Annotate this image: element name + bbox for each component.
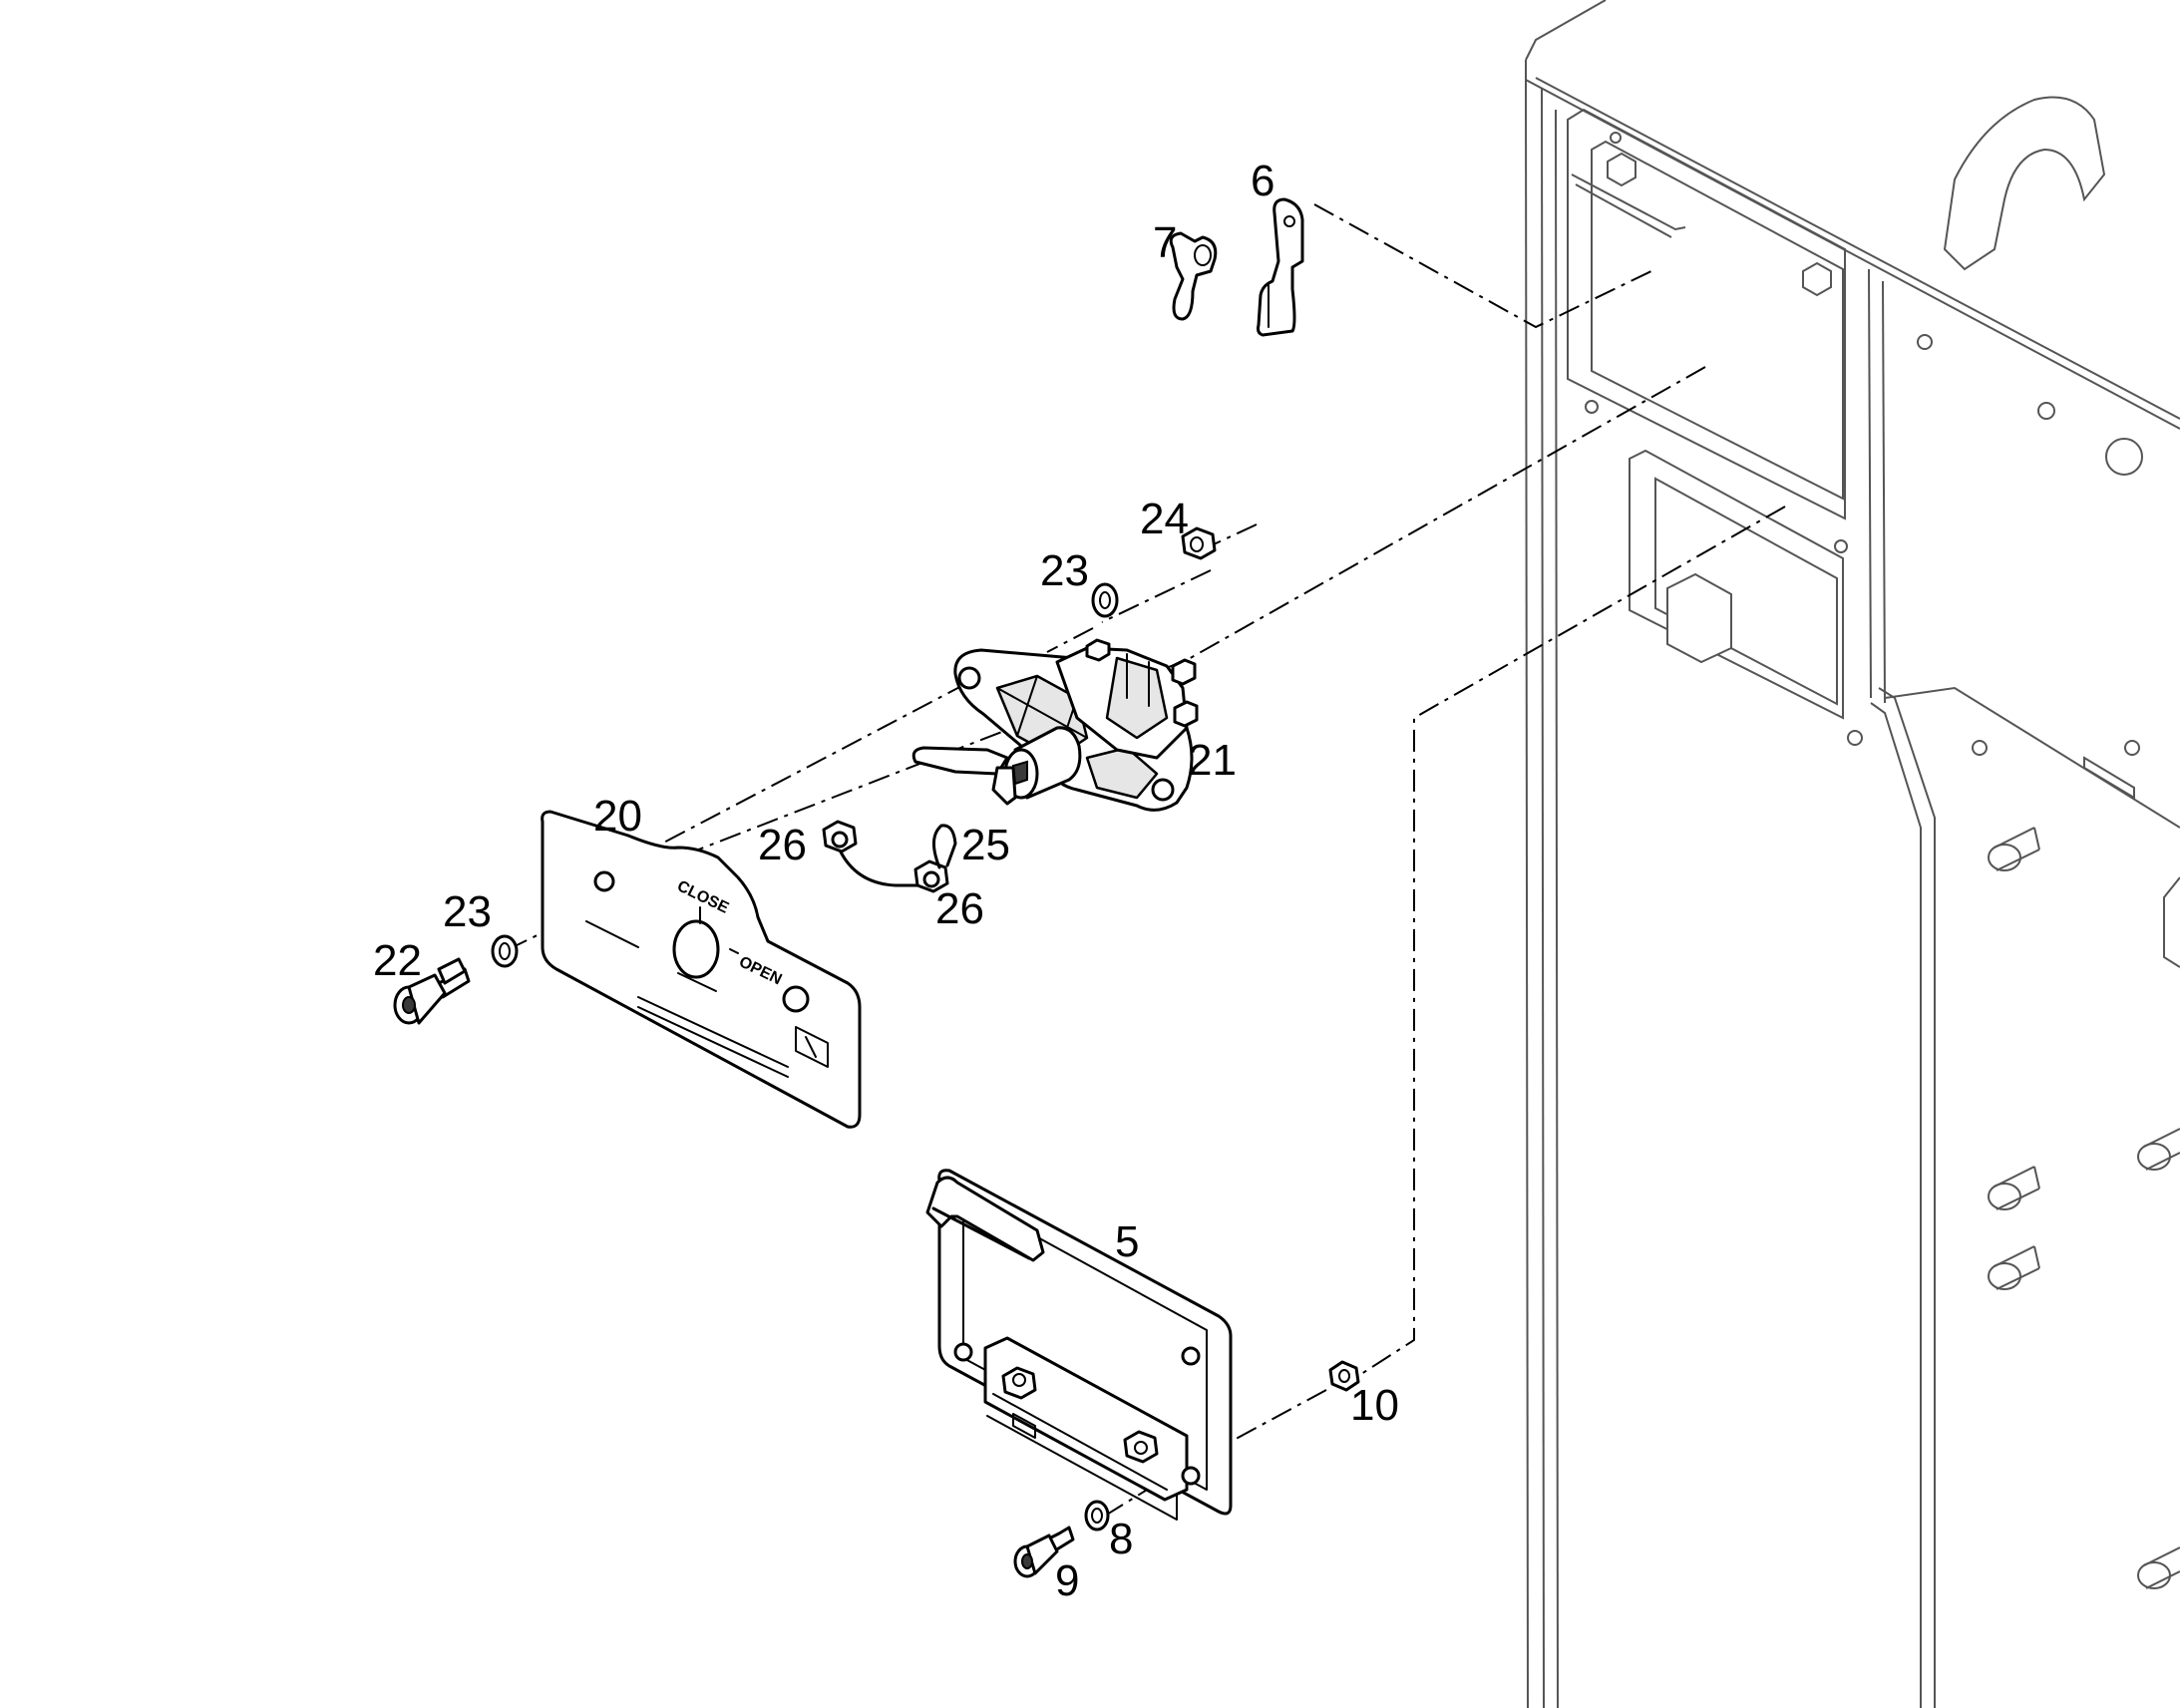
callout-22: 22: [373, 936, 422, 985]
callout-26-lower: 26: [935, 884, 984, 933]
machine-frame: [1525, 0, 2180, 1708]
callout-21: 21: [1188, 736, 1237, 785]
callout-25: 25: [961, 821, 1010, 869]
part-9-cap-screw: [1013, 1526, 1075, 1578]
callout-26-upper: 26: [758, 821, 807, 869]
part-24-hex-nut: [1181, 526, 1217, 560]
part-22-cap-screw: [393, 957, 471, 1025]
part-7-wing-nut: [1169, 231, 1218, 321]
part-5-mounting-frame: [925, 1169, 1233, 1521]
part-23-washer-lower: [491, 934, 519, 968]
callout-23-lower: 23: [443, 887, 492, 936]
part-8-washer: [1084, 1500, 1110, 1532]
callout-10: 10: [1350, 1381, 1399, 1430]
callout-23-upper: 23: [1040, 546, 1089, 595]
callout-20: 20: [593, 792, 642, 841]
part-6-key-tab: [1257, 197, 1304, 337]
part-21-disconnect-switch: [911, 638, 1199, 812]
callout-7: 7: [1153, 218, 1177, 267]
callout-5: 5: [1115, 1217, 1139, 1266]
callout-9: 9: [1055, 1556, 1079, 1605]
part-23-washer-upper: [1091, 582, 1119, 618]
part-25-26-cable-assembly: [822, 820, 957, 893]
part-10-nut: [1328, 1360, 1360, 1392]
callout-24: 24: [1140, 495, 1189, 543]
callout-8: 8: [1109, 1515, 1133, 1563]
part-20-label-plate: CLOSE OPEN: [541, 810, 862, 1129]
callout-6: 6: [1251, 157, 1274, 205]
callout-labels: 6 7 24 23 21 20 26 25 26 23 22 5 10 8 9: [373, 157, 1399, 1605]
